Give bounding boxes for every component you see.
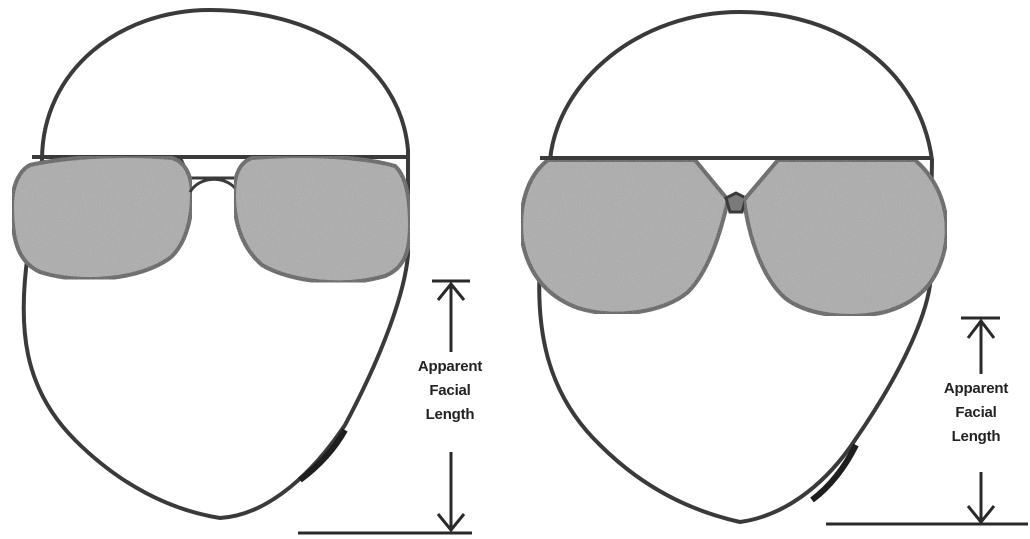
left-label-line-1: Apparent xyxy=(402,355,498,379)
right-label-line-1: Apparent xyxy=(928,377,1024,401)
right-label-line-2: Facial xyxy=(928,401,1024,425)
left-apparent-facial-length-label: Apparent Facial Length xyxy=(402,355,498,427)
left-glasses-right-lens xyxy=(234,156,410,282)
left-label-line-2: Facial xyxy=(402,379,498,403)
left-glasses-left-lens xyxy=(12,156,192,279)
left-label-line-3: Length xyxy=(402,403,498,427)
left-face-figure xyxy=(12,10,472,533)
right-label-line-3: Length xyxy=(928,425,1024,449)
right-apparent-facial-length-label: Apparent Facial Length xyxy=(928,377,1024,449)
